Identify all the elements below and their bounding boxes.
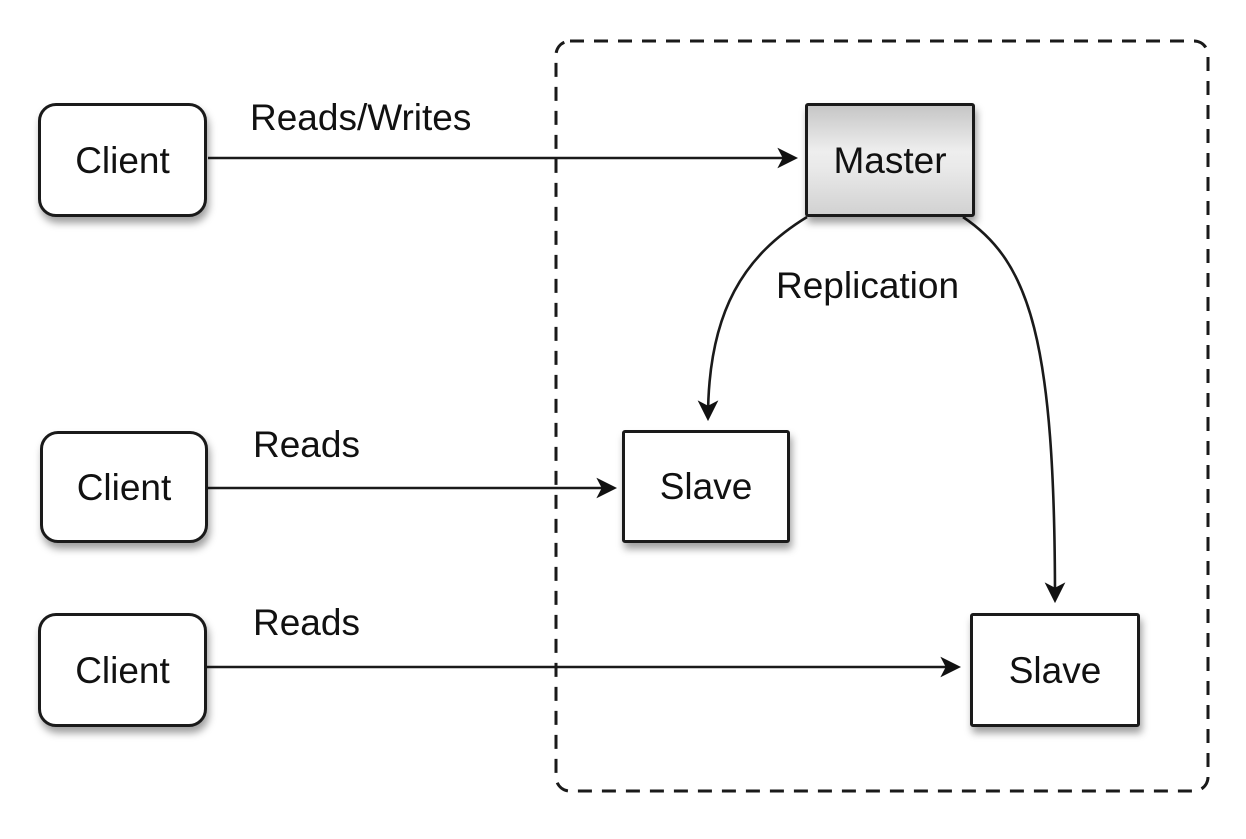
node-client-1: Client: [38, 103, 207, 217]
node-client-2: Client: [40, 431, 208, 543]
node-slave-1-label: Slave: [659, 466, 753, 507]
node-client-3-label: Client: [75, 649, 170, 691]
edge-label-replication: Replication: [776, 265, 960, 306]
node-master: Master: [805, 103, 975, 217]
edge-label-reads-writes: Reads/Writes: [250, 97, 472, 138]
cluster-boundary: [554, 39, 1210, 793]
node-client-1-label: Client: [75, 139, 170, 181]
edge-replication-right-arrow: [962, 215, 1066, 604]
node-client-3: Client: [38, 613, 207, 727]
edge-replication-left-arrow: [697, 215, 808, 422]
node-slave-2: Slave: [970, 613, 1140, 727]
edge-label-reads-top: Reads: [253, 424, 360, 465]
node-client-2-label: Client: [76, 466, 172, 508]
node-master-label: Master: [833, 139, 947, 181]
node-slave-1: Slave: [622, 430, 790, 543]
node-slave-2-label: Slave: [1008, 649, 1102, 691]
edge-label-reads-bottom: Reads: [253, 602, 360, 643]
